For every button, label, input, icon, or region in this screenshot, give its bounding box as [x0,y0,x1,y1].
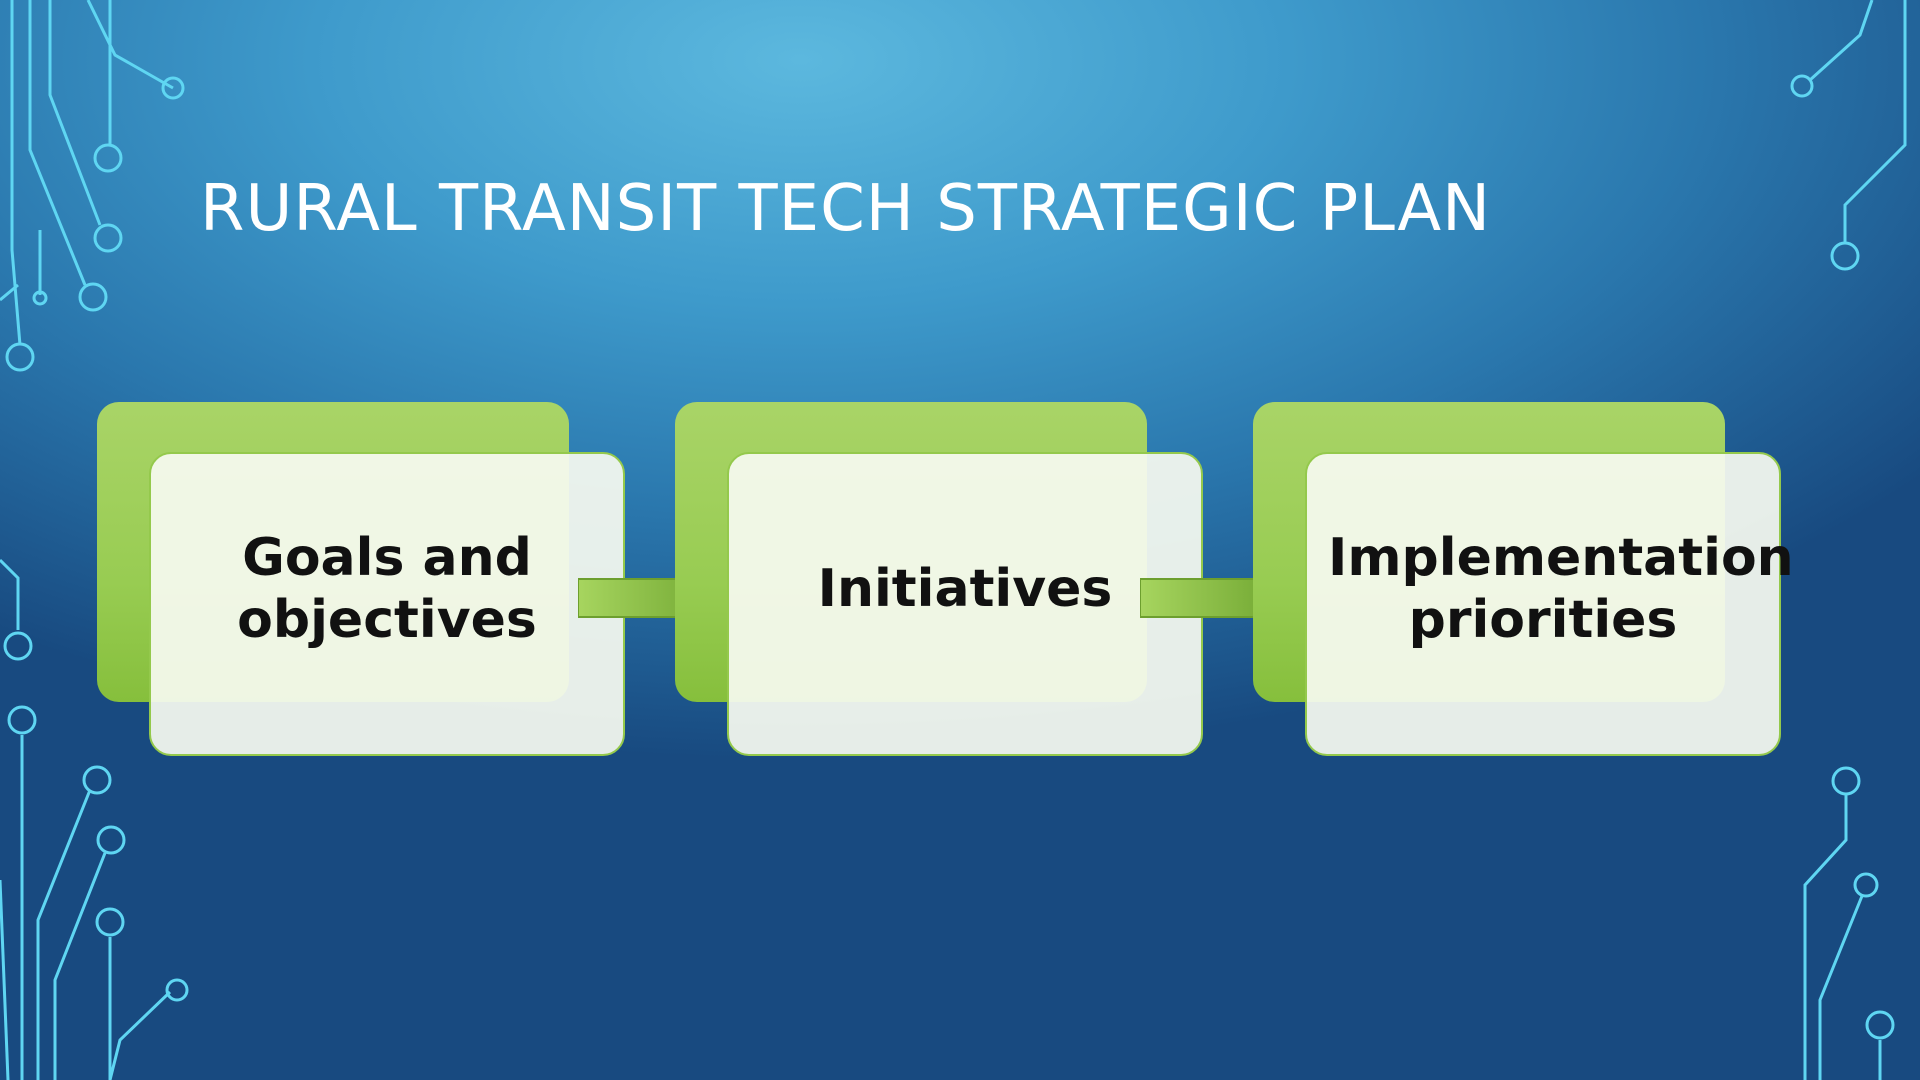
step-label: Goals and objectives [237,528,537,650]
circuit-top-right [1790,0,1907,271]
process-step-initiatives: Initiatives [675,402,1207,756]
step-label: Implementation priorities [1328,528,1794,650]
circuit-top-left [0,0,185,372]
step-front-panel: Initiatives [727,452,1203,756]
slide-title: RURAL TRANSIT TECH STRATEGIC PLAN [200,172,1492,246]
circuit-bottom-right [1803,766,1895,1080]
step-label: Initiatives [817,559,1113,619]
step-front-panel: Goals and objectives [149,452,625,756]
process-step-implementation: Implementation priorities [1253,402,1794,756]
step-front-panel: Implementation priorities [1305,452,1794,756]
process-step-goals: Goals and objectives [97,402,629,756]
circuit-bottom-left [0,558,189,1080]
